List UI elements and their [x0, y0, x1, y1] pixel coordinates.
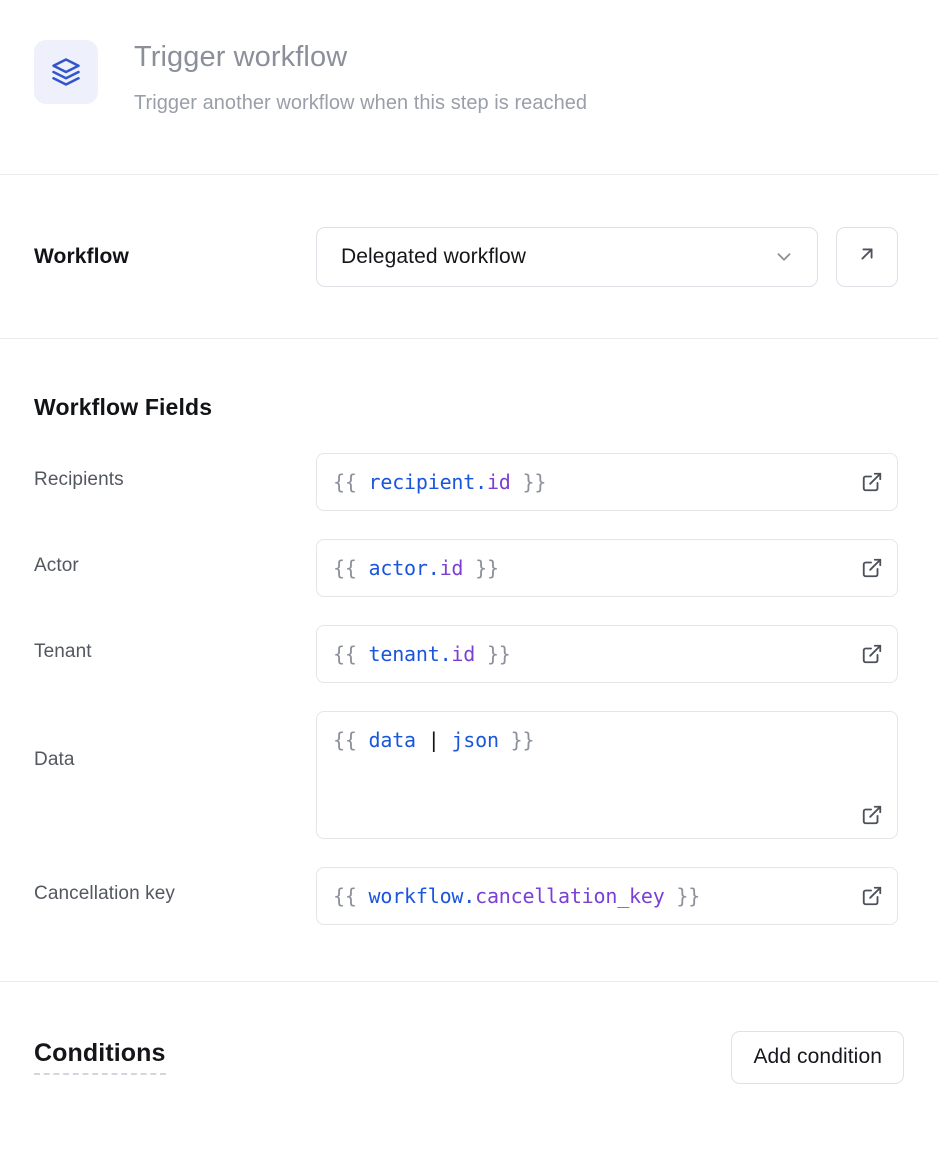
- workflow-field-row: Tenant {{ tenant.id }}: [34, 625, 904, 683]
- divider-workflow: [0, 338, 938, 339]
- code-token-brace: }}: [498, 728, 535, 752]
- conditions-section: Conditions Add condition: [0, 982, 938, 1132]
- workflow-select[interactable]: Delegated workflow: [316, 226, 818, 287]
- header-text-group: Trigger workflow Trigger another workflo…: [134, 32, 587, 117]
- chevron-down-icon: [773, 246, 795, 268]
- code-token-obj: tenant: [368, 642, 440, 666]
- field-input[interactable]: {{ workflow.cancellation_key }}: [316, 867, 898, 925]
- external-link-icon[interactable]: [861, 643, 883, 665]
- code-token-prop: id: [486, 470, 511, 494]
- field-label: Actor: [34, 555, 79, 576]
- code-token-dot: .: [427, 556, 440, 580]
- code-token-obj: recipient: [368, 470, 476, 494]
- external-link-icon[interactable]: [861, 471, 883, 493]
- page-subtitle: Trigger another workflow when this step …: [134, 92, 588, 114]
- field-value: {{ tenant.id }}: [333, 640, 845, 668]
- add-condition-button[interactable]: Add condition: [731, 1030, 904, 1084]
- code-token-brace: {{: [333, 470, 369, 494]
- field-input[interactable]: {{ recipient.id }}: [316, 453, 898, 511]
- external-link-icon[interactable]: [861, 885, 883, 907]
- workflow-fields-list: Recipients{{ recipient.id }}Actor{{ acto…: [34, 453, 904, 925]
- code-token-dot: .: [475, 470, 487, 494]
- workflow-field-row: Data {{ data | json }}: [34, 711, 904, 839]
- code-token-pipe: |: [427, 728, 440, 752]
- panel-header: Trigger workflow Trigger another workflo…: [0, 0, 938, 174]
- workflow-label: Workflow: [34, 244, 129, 268]
- workflow-field-row: Recipients {{ recipient.id }}: [34, 453, 904, 511]
- workflow-select-value: Delegated workflow: [341, 244, 527, 268]
- arrow-up-right-icon: [856, 243, 878, 270]
- code-token-brace: {{: [333, 728, 369, 752]
- code-token-brace: {{: [333, 642, 369, 666]
- field-input[interactable]: {{ tenant.id }}: [316, 625, 898, 683]
- field-label: Cancellation key: [34, 883, 176, 904]
- open-workflow-button[interactable]: [836, 226, 898, 287]
- layers-icon: [34, 40, 98, 104]
- field-label: Recipients: [34, 469, 124, 490]
- code-token-prop: id: [439, 556, 464, 580]
- workflow-fields-heading: Workflow Fields: [34, 394, 213, 420]
- code-token-brace: [416, 728, 428, 752]
- code-token-brace: }}: [463, 556, 499, 580]
- workflow-row: Workflow Delegated workflow: [0, 175, 938, 338]
- field-label: Tenant: [34, 641, 92, 662]
- code-token-brace: {{: [333, 556, 369, 580]
- external-link-icon[interactable]: [861, 804, 883, 826]
- field-label: Data: [34, 749, 75, 770]
- code-token-brace: }}: [664, 884, 701, 908]
- workflow-field-row: Cancellation key {{ workflow.cancellation…: [34, 867, 904, 925]
- code-token-brace: }}: [475, 642, 511, 666]
- field-value: {{ workflow.cancellation_key }}: [333, 882, 845, 910]
- code-token-dot: .: [439, 642, 452, 666]
- code-token-obj: data: [368, 728, 417, 752]
- conditions-title: Conditions: [34, 1039, 166, 1075]
- code-token-dot: .: [463, 884, 476, 908]
- page-title: Trigger workflow: [134, 41, 348, 73]
- external-link-icon[interactable]: [861, 557, 883, 579]
- field-value: {{ actor.id }}: [333, 554, 845, 582]
- field-input[interactable]: {{ actor.id }}: [316, 539, 898, 597]
- code-token-filter: json: [451, 728, 499, 752]
- field-value: {{ recipient.id }}: [333, 468, 845, 496]
- divider-conditions: [0, 981, 938, 982]
- divider-header: [0, 174, 938, 175]
- code-token-prop: id: [451, 642, 476, 666]
- code-token-brace: [440, 728, 452, 752]
- code-token-brace: }}: [510, 470, 547, 494]
- workflow-field-row: Actor {{ actor.id }}: [34, 539, 904, 597]
- field-value: {{ data | json }}: [333, 726, 845, 754]
- workflow-fields-section: Workflow Fields Recipients{{ recipient.i…: [0, 339, 938, 925]
- code-token-brace: {{: [333, 884, 369, 908]
- code-token-obj: workflow: [368, 884, 464, 908]
- workflow-control-group: Delegated workflow: [316, 226, 898, 287]
- code-token-prop: cancellation_key: [475, 884, 665, 908]
- field-input[interactable]: {{ data | json }}: [316, 711, 898, 839]
- code-token-obj: actor: [368, 556, 428, 580]
